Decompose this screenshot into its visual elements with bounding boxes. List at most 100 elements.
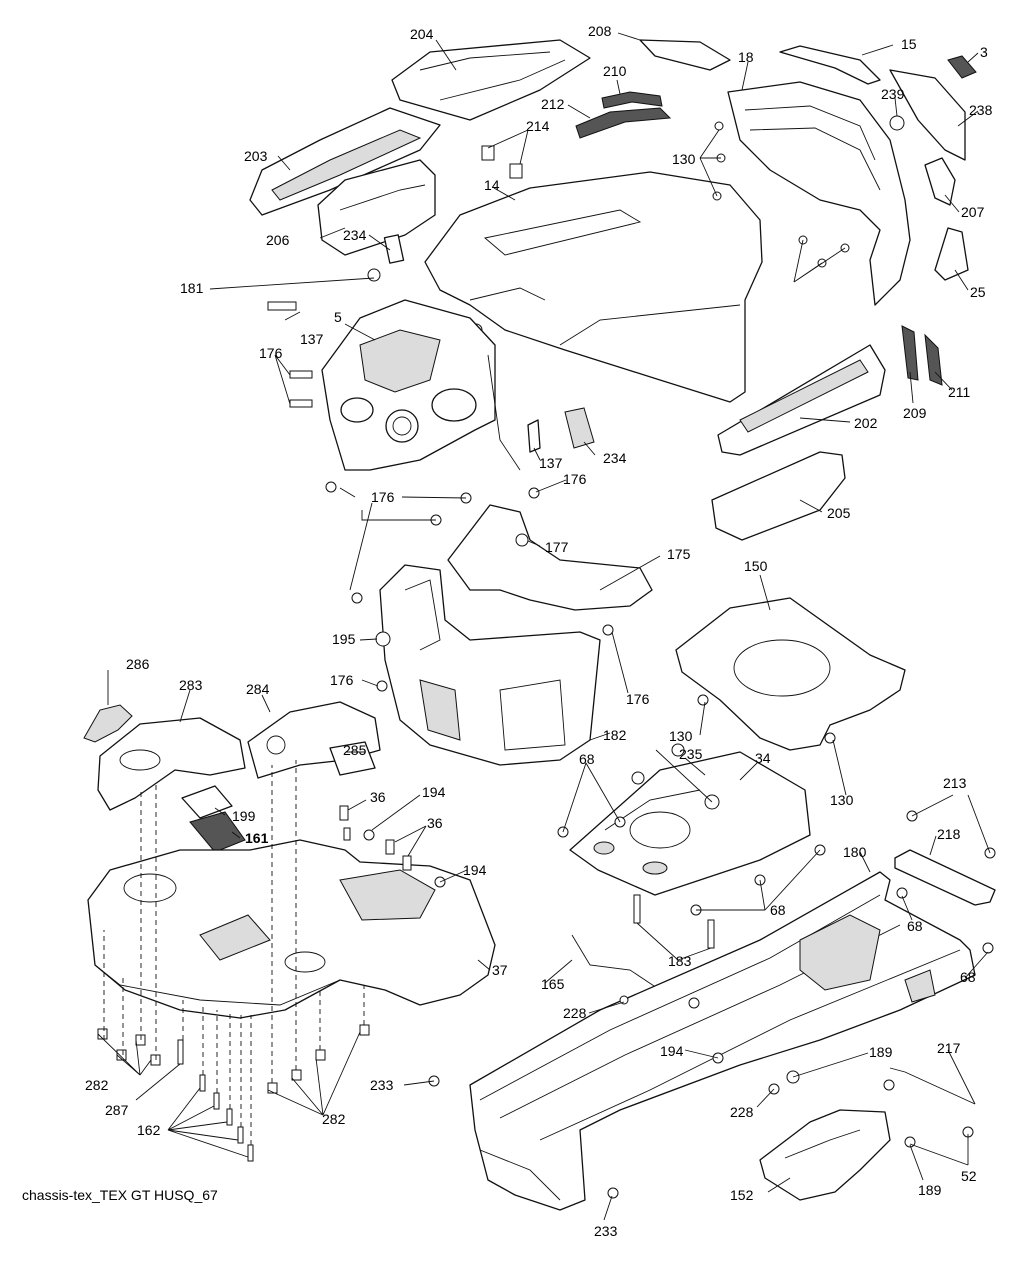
- part-150-floor-plate: [675, 597, 906, 751]
- callout-176-c: 176: [563, 471, 587, 487]
- hood-group: [249, 39, 977, 541]
- callout-176-a: 176: [259, 345, 283, 361]
- part-210-decal: [601, 91, 663, 109]
- callout-282-a: 282: [85, 1077, 109, 1093]
- callout-137-a: 137: [300, 331, 324, 347]
- part-239-knob: [889, 115, 905, 131]
- part-175-bracket: [447, 504, 653, 611]
- callout-217: 217: [937, 1040, 961, 1056]
- callout-182: 182: [603, 727, 627, 743]
- callout-234-b: 234: [603, 450, 627, 466]
- part-15-trim: [779, 45, 881, 85]
- callout-137-b: 137: [539, 455, 563, 471]
- fender-group: [83, 701, 496, 1162]
- callout-194-c: 194: [660, 1043, 684, 1059]
- callout-212: 212: [541, 96, 565, 112]
- part-3-emblem: [947, 55, 977, 79]
- part-195-grommet: [375, 631, 391, 647]
- callout-206: 206: [266, 232, 290, 248]
- callout-199: 199: [232, 808, 256, 824]
- callout-189-b: 189: [918, 1182, 942, 1198]
- part-209-decal: [901, 325, 919, 381]
- callout-194-a: 194: [422, 784, 446, 800]
- part-214-clip-b: [509, 163, 523, 179]
- part-283-cover: [97, 717, 246, 811]
- callout-234-a: 234: [343, 227, 367, 243]
- part-205-panel: [711, 451, 846, 541]
- part-34-pedal-plate: [569, 751, 811, 896]
- callout-176-e: 176: [330, 672, 354, 688]
- callout-161: 161: [245, 830, 269, 846]
- callout-181: 181: [180, 280, 204, 296]
- part-206-bracket: [317, 159, 436, 256]
- callout-3: 3: [980, 44, 988, 60]
- part-211-decal: [924, 333, 943, 386]
- part-286-cover: [83, 704, 133, 743]
- callout-34: 34: [755, 750, 771, 766]
- callout-287: 287: [105, 1102, 129, 1118]
- part-207-trim: [924, 157, 956, 206]
- callout-176-b: 176: [371, 489, 395, 505]
- callout-207: 207: [961, 204, 985, 220]
- callout-152: 152: [730, 1187, 754, 1203]
- callout-176-f: 176: [626, 691, 650, 707]
- part-234-clip-upper: [383, 234, 405, 264]
- callout-180: 180: [843, 844, 867, 860]
- callout-202: 202: [854, 415, 878, 431]
- callout-5: 5: [334, 309, 342, 325]
- callout-68-c: 68: [907, 918, 923, 934]
- part-214-clip-a: [481, 145, 495, 161]
- part-180-frame: [469, 871, 976, 1211]
- part-37-fender: [87, 839, 496, 1019]
- callout-36-b: 36: [427, 815, 443, 831]
- callout-233-a: 233: [370, 1077, 394, 1093]
- callout-209: 209: [903, 405, 927, 421]
- callout-130-a: 130: [672, 151, 696, 167]
- part-208-bracket: [639, 39, 731, 71]
- leader-lines: [97, 32, 991, 1221]
- callout-195: 195: [332, 631, 356, 647]
- part-181-nut-a: [367, 268, 381, 282]
- frame-group: [428, 871, 976, 1211]
- callout-36-a: 36: [370, 789, 386, 805]
- callout-162: 162: [137, 1122, 161, 1138]
- callout-228-a: 228: [563, 1005, 587, 1021]
- callout-205: 205: [827, 505, 851, 521]
- part-137-clip-lower: [527, 419, 541, 453]
- callout-130-c: 130: [830, 792, 854, 808]
- callout-238: 238: [969, 102, 993, 118]
- callout-18: 18: [738, 49, 754, 65]
- callout-165: 165: [541, 976, 565, 992]
- callout-286: 286: [126, 656, 150, 672]
- callout-15: 15: [901, 36, 917, 52]
- callout-203: 203: [244, 148, 268, 164]
- callout-25: 25: [970, 284, 986, 300]
- callout-208: 208: [588, 23, 612, 39]
- callout-183: 183: [668, 953, 692, 969]
- callout-189-a: 189: [869, 1044, 893, 1060]
- callout-218: 218: [937, 826, 961, 842]
- part-18-side-panel: [727, 81, 911, 306]
- callout-233-b: 233: [594, 1223, 618, 1239]
- diagram-caption: chassis-tex_TEX GT HUSQ_67: [22, 1187, 218, 1203]
- dash-group: [267, 268, 653, 766]
- part-234-clip-lower: [564, 407, 595, 449]
- part-218-bracket: [894, 849, 996, 906]
- callout-213: 213: [943, 775, 967, 791]
- callout-14: 14: [484, 177, 500, 193]
- part-177-knob: [515, 533, 529, 547]
- callout-150: 150: [744, 558, 768, 574]
- callout-68-d: 68: [960, 969, 976, 985]
- part-137-clip-upper: [267, 301, 297, 311]
- callout-235: 235: [679, 746, 703, 762]
- part-238-side-panel: [889, 69, 966, 161]
- callout-228-b: 228: [730, 1104, 754, 1120]
- callout-68-a: 68: [579, 751, 595, 767]
- callout-37: 37: [492, 962, 508, 978]
- callout-175: 175: [667, 546, 691, 562]
- callout-211: 211: [948, 384, 971, 400]
- part-285-handle: [329, 741, 376, 776]
- callout-214: 214: [526, 118, 550, 134]
- part-199-bracket: [181, 785, 233, 819]
